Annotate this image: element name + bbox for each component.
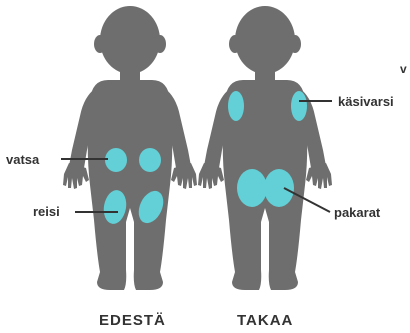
site-vatsa-left xyxy=(105,148,127,172)
site-pakarat-left xyxy=(237,169,267,207)
site-kasivarsi-right xyxy=(291,91,307,121)
view-label-back: TAKAA xyxy=(237,313,293,328)
label-pakarat: pakarat xyxy=(334,206,380,219)
child-back-silhouette xyxy=(198,6,332,290)
site-pakarat-right xyxy=(264,169,294,207)
label-reisi: reisi xyxy=(33,205,60,218)
label-vatsa: vatsa xyxy=(6,153,39,166)
view-label-front: EDESTÄ xyxy=(99,313,166,328)
site-vatsa-right xyxy=(139,148,161,172)
label-kasivarsi: käsivarsi xyxy=(338,95,394,108)
child-front-silhouette xyxy=(63,6,197,290)
site-kasivarsi-left xyxy=(228,91,244,121)
label-edge-fragment: v xyxy=(400,63,407,75)
